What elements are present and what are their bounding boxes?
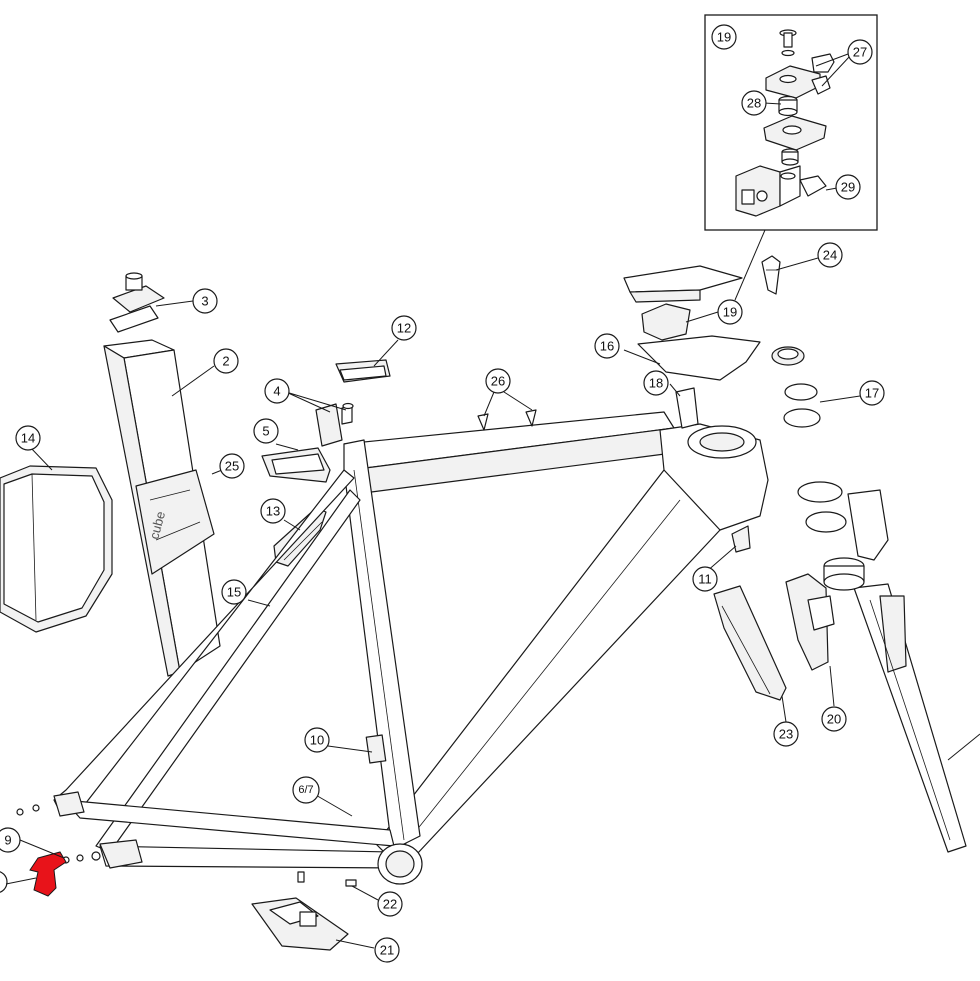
seatpost-band-icon: cube <box>135 469 215 575</box>
inset-mid-clamp-icon <box>763 115 827 151</box>
cable-guide-4-icon <box>315 402 354 447</box>
callout-15: 15 <box>221 579 247 605</box>
callout-20: 20 <box>821 706 847 732</box>
callout-28: 28 <box>741 90 767 116</box>
callout-18-label: 18 <box>649 376 663 391</box>
inset-top-clamp-icon <box>765 65 821 99</box>
callout-12: 12 <box>391 315 417 341</box>
callout-18: 18 <box>643 370 669 396</box>
callout-27-label: 27 <box>853 45 867 60</box>
callout-13-label: 13 <box>266 504 280 519</box>
headset-bearing-icon <box>771 346 847 533</box>
callout-3-label: 3 <box>201 294 208 309</box>
bolt-22-icon <box>297 871 357 887</box>
callout-25-label: 25 <box>225 459 239 474</box>
callout-9: 9 <box>0 827 21 853</box>
seatpost-clamp-icon <box>109 272 165 333</box>
cover-5-icon <box>261 447 331 483</box>
callout-17: 17 <box>859 380 885 406</box>
callout-26-label: 26 <box>491 374 505 389</box>
callout-5: 5 <box>253 418 279 444</box>
callout-21: 21 <box>374 937 400 963</box>
callout-11-label: 11 <box>698 572 712 587</box>
callout-2: 2 <box>213 348 239 374</box>
inset-stem-block-icon <box>735 165 827 217</box>
callout-12-label: 12 <box>397 321 411 336</box>
callout-15-label: 15 <box>227 585 241 600</box>
callout-24-label: 24 <box>823 248 837 263</box>
callout-2-label: 2 <box>222 354 229 369</box>
callout-4: 4 <box>264 378 290 404</box>
callout-26: 26 <box>485 368 511 394</box>
callout-4-label: 4 <box>273 384 280 399</box>
callout-6-7-label: 6/7 <box>298 784 313 796</box>
stem-cover-icon <box>623 265 761 381</box>
axle-hardware-icon <box>16 804 101 864</box>
callout-19-main-label: 19 <box>723 305 737 320</box>
callout-29-label: 29 <box>841 180 855 195</box>
callout-16-label: 16 <box>600 339 614 354</box>
callout-10-label: 10 <box>310 733 324 748</box>
callout-19-main: 19 <box>717 299 743 325</box>
callout-19-inset-label: 19 <box>717 30 731 45</box>
inset-spacer-icon <box>778 95 798 117</box>
callout-20-label: 20 <box>827 712 841 727</box>
callout-14: 14 <box>15 425 41 451</box>
plug-12-icon <box>335 359 391 383</box>
svg-text:cube: cube <box>146 510 168 541</box>
cable-clip-24-icon <box>761 255 781 295</box>
callout-23-label: 23 <box>779 727 793 742</box>
guide-11-icon <box>731 525 751 553</box>
callout-9-label: 9 <box>4 833 11 848</box>
bolts-26-icon <box>477 409 537 431</box>
battery-box-icon <box>0 465 113 633</box>
callout-17-label: 17 <box>865 386 879 401</box>
callout-24: 24 <box>817 242 843 268</box>
callout-3: 3 <box>192 288 218 314</box>
cover-23-icon <box>713 585 787 701</box>
callout-21-label: 21 <box>380 943 394 958</box>
cable-guide-18-icon <box>675 387 699 429</box>
callout-23: 23 <box>773 721 799 747</box>
callout-27: 27 <box>847 39 873 65</box>
bb-cover-21-icon <box>251 897 349 951</box>
derailleur-mount-20-icon <box>785 573 835 671</box>
callout-19-inset: 19 <box>711 24 737 50</box>
frame-icon <box>53 411 769 885</box>
callout-6-7: 6/7 <box>292 776 320 804</box>
callout-22-label: 22 <box>383 897 397 912</box>
callout-16: 16 <box>594 333 620 359</box>
callout-22: 22 <box>377 891 403 917</box>
callout-11: 11 <box>692 566 718 592</box>
inset-lower-spacer-icon <box>781 148 799 166</box>
callout-25: 25 <box>219 453 245 479</box>
inset-bolt-icon <box>779 29 797 57</box>
callout-10: 10 <box>304 727 330 753</box>
callout-28-label: 28 <box>747 96 761 111</box>
fork-icon <box>823 489 967 853</box>
derailleur-hanger-icon <box>29 851 67 897</box>
offscreen-callout <box>0 871 8 893</box>
callout-5-label: 5 <box>262 424 269 439</box>
callout-13: 13 <box>260 498 286 524</box>
callout-14-label: 14 <box>21 431 35 446</box>
callout-29: 29 <box>835 174 861 200</box>
